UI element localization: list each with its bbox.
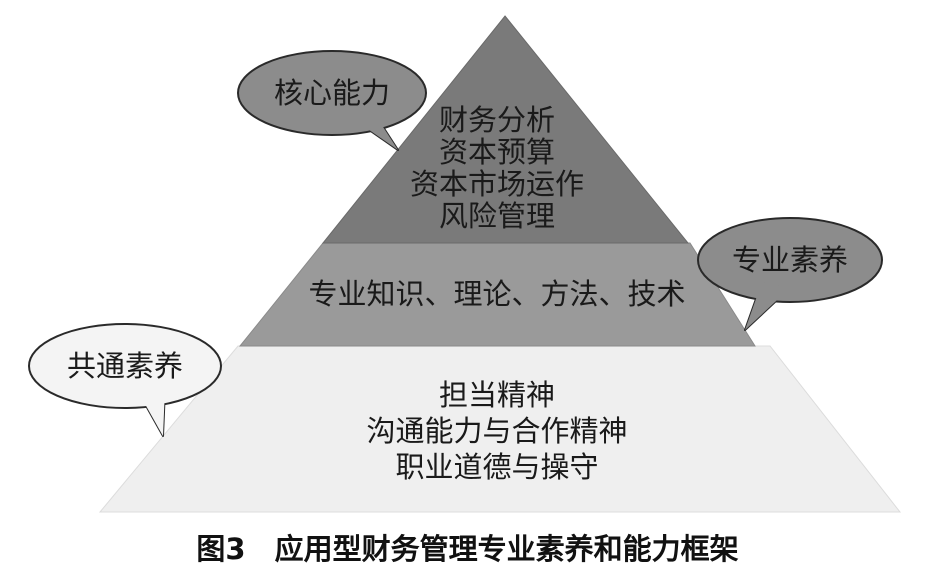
base-tier-line-2: 沟通能力与合作精神	[366, 414, 627, 448]
top-tier-line-4: 风险管理	[439, 199, 555, 233]
bubble-general-shape	[28, 323, 222, 409]
middle-tier-line-1: 专业知识、理论、方法、技术	[308, 277, 685, 311]
figure-caption: 图3 应用型财务管理专业素养和能力框架	[196, 532, 739, 566]
top-tier-line-2: 资本预算	[439, 135, 555, 169]
base-tier-line-3: 职业道德与操守	[395, 450, 598, 484]
pyramid-top-tier	[321, 15, 690, 244]
bubble-professional-shape	[697, 217, 883, 303]
bubble-professional-label: 专业素养	[732, 243, 848, 277]
top-tier-line-3: 资本市场运作	[410, 167, 584, 201]
bubble-core-competency: 核心能力	[237, 50, 427, 151]
bubble-general-label: 共通素养	[67, 349, 183, 383]
bubble-professional-literacy: 专业素养	[697, 217, 883, 331]
bubble-general-literacy: 共通素养	[28, 323, 222, 437]
base-tier-line-1: 担当精神	[439, 378, 555, 412]
bubble-core-label: 核心能力	[274, 76, 390, 110]
bubble-core-shape	[237, 50, 427, 136]
top-tier-line-1: 财务分析	[439, 103, 555, 137]
